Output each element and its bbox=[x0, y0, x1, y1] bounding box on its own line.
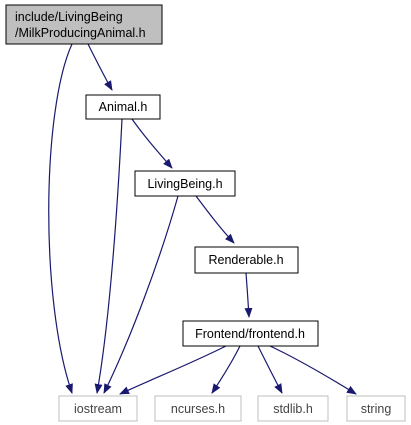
node-renderable[interactable]: Renderable.h bbox=[194, 246, 299, 274]
node-frontend-label: Frontend/frontend.h bbox=[195, 327, 305, 341]
node-iostream-label: iostream bbox=[74, 402, 122, 416]
edge-livingbeing-to-renderable bbox=[195, 195, 235, 244]
node-ncurses[interactable]: ncurses.h bbox=[154, 395, 242, 422]
node-stdlib-label: stdlib.h bbox=[273, 402, 313, 416]
node-animal-label: Animal.h bbox=[99, 100, 148, 114]
edge-frontend-to-stdlib bbox=[257, 345, 283, 394]
node-string-label: string bbox=[361, 402, 392, 416]
node-milk-producing-animal[interactable]: include/LivingBeing /MilkProducingAnimal… bbox=[5, 4, 163, 45]
node-frontend[interactable]: Frontend/frontend.h bbox=[182, 320, 319, 347]
edges bbox=[48, 43, 357, 395]
node-iostream[interactable]: iostream bbox=[58, 395, 138, 422]
edge-animal-to-livingbeing bbox=[131, 118, 173, 169]
node-milk-producing-animal-line2: /MilkProducingAnimal.h bbox=[15, 26, 146, 40]
edge-frontend-to-iostream bbox=[119, 345, 227, 395]
edge-frontend-to-ncurses bbox=[211, 345, 241, 394]
edge-milk-to-iostream bbox=[48, 43, 73, 394]
edge-frontend-to-string bbox=[269, 345, 357, 395]
node-living-being-label: LivingBeing.h bbox=[147, 177, 222, 191]
node-renderable-label: Renderable.h bbox=[208, 253, 283, 267]
edge-milk-to-animal bbox=[87, 43, 113, 91]
node-stdlib[interactable]: stdlib.h bbox=[257, 395, 329, 422]
node-living-being[interactable]: LivingBeing.h bbox=[134, 170, 236, 197]
node-string[interactable]: string bbox=[346, 395, 406, 422]
edge-livingbeing-to-iostream bbox=[103, 195, 179, 394]
edge-renderable-to-frontend bbox=[244, 272, 253, 318]
node-milk-producing-animal-line1: include/LivingBeing bbox=[15, 10, 123, 24]
node-animal[interactable]: Animal.h bbox=[85, 94, 161, 120]
edge-animal-to-iostream bbox=[94, 118, 123, 394]
node-ncurses-label: ncurses.h bbox=[171, 402, 225, 416]
